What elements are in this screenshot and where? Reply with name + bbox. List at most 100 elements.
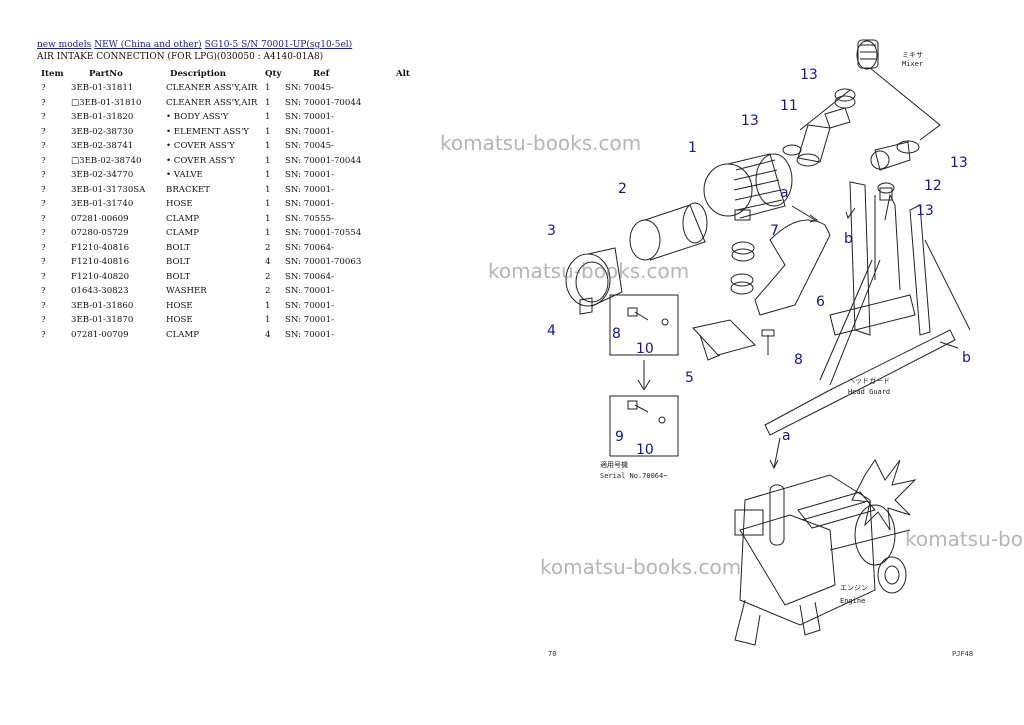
callout-13-right: 13: [950, 155, 968, 171]
ref-cell: SN: 70045-: [285, 141, 334, 152]
ref-cell: SN: 70045-: [285, 83, 334, 94]
alt-cell: [396, 241, 416, 256]
breadcrumb-link-region[interactable]: NEW (China and other): [94, 40, 202, 50]
qty-cell: 4: [265, 329, 271, 340]
item-cell: ?: [41, 213, 46, 224]
callout-b-lower: b: [962, 350, 971, 366]
description-cell: BRACKET: [166, 184, 210, 195]
callout-10-top: 10: [636, 341, 654, 357]
item-cell: ?: [41, 155, 46, 166]
description-cell: HOSE: [166, 199, 193, 210]
header-partno: PartNo: [89, 68, 123, 79]
header-item: Item: [41, 68, 64, 79]
item-cell: ?: [41, 271, 46, 282]
ref-cell: SN: 70001-70044: [285, 97, 362, 108]
alt-cell: [396, 284, 416, 299]
header-alt: Alt: [396, 68, 410, 79]
qty-cell: 2: [265, 242, 271, 253]
description-cell: • VALVE: [166, 170, 203, 181]
ref-cell: SN: 70001-: [285, 300, 334, 311]
alt-cell: [396, 328, 416, 343]
qty-cell: 1: [265, 228, 271, 239]
callout-13-frame: 13: [916, 203, 934, 219]
header-ref: Ref: [313, 68, 330, 79]
description-cell: HOSE: [166, 315, 193, 326]
alt-cell: [396, 183, 416, 198]
ref-cell: SN: 70555-: [285, 213, 334, 224]
breadcrumb-link-new-models[interactable]: new models: [37, 40, 92, 50]
callout-13-top: 13: [800, 67, 818, 83]
ref-cell: SN: 70064-: [285, 271, 334, 282]
qty-cell: 1: [265, 315, 271, 326]
qty-cell: 1: [265, 184, 271, 195]
description-cell: CLAMP: [166, 213, 200, 224]
alt-cell: [396, 168, 416, 183]
ref-cell: SN: 70001-: [285, 315, 334, 326]
alt-cell: [396, 139, 416, 154]
callout-5: 5: [685, 370, 694, 386]
alt-cell: [396, 313, 416, 328]
partno-cell: 3EB-01-31860: [71, 300, 134, 311]
partno-cell: 3EB-01-31870: [71, 315, 134, 326]
callout-1: 1: [688, 140, 697, 156]
caption-mixer: Mixer: [902, 60, 923, 68]
table-header-row: Item PartNo Description Qty Ref Alt: [37, 66, 416, 81]
partno-cell: □3EB-02-38740: [71, 155, 142, 166]
ref-cell: SN: 70001-: [285, 286, 334, 297]
ref-cell: SN: 70001-: [285, 170, 334, 181]
description-cell: CLAMP: [166, 228, 200, 239]
ref-cell: SN: 70001-70044: [285, 155, 362, 166]
watermark: komatsu-books.com: [540, 555, 742, 579]
alt-cell: [396, 270, 416, 285]
alt-cell: [396, 96, 416, 111]
partno-cell: 01643-30823: [71, 286, 129, 297]
callout-8-box: 8: [612, 326, 621, 342]
description-cell: CLEANER ASS'Y,AIR: [166, 97, 258, 108]
item-cell: ?: [41, 199, 46, 210]
description-cell: • COVER ASS'Y: [166, 141, 235, 152]
qty-cell: 1: [265, 141, 271, 152]
alt-cell: [396, 154, 416, 169]
partno-cell: 3EB-02-34770: [71, 170, 134, 181]
partno-cell: F1210-40816: [71, 242, 130, 253]
qty-cell: 1: [265, 155, 271, 166]
item-cell: ?: [41, 141, 46, 152]
callout-b-upper: b: [844, 231, 853, 247]
partno-cell: 3EB-01-31820: [71, 112, 134, 123]
item-cell: ?: [41, 170, 46, 181]
callout-2: 2: [618, 181, 627, 197]
ref-cell: SN: 70001-: [285, 184, 334, 195]
ref-cell: SN: 70001-70554: [285, 228, 362, 239]
header-description: Description: [170, 68, 227, 79]
caption-serial: Serial No.70064~: [600, 472, 667, 480]
partno-cell: 3EB-01-31811: [71, 83, 134, 94]
description-cell: • ELEMENT ASS'Y: [166, 126, 249, 137]
item-cell: ?: [41, 286, 46, 297]
caption-head-guard: Head Guard: [848, 388, 890, 396]
qty-cell: 1: [265, 199, 271, 210]
item-cell: ?: [41, 329, 46, 340]
partno-cell: 07281-00709: [71, 329, 129, 340]
callout-8: 8: [794, 352, 803, 368]
breadcrumb-link-model[interactable]: SG10-5 S/N 70001-UP(sg10-5el): [204, 40, 353, 50]
qty-cell: 4: [265, 257, 271, 268]
callout-10-bottom: 10: [636, 442, 654, 458]
ref-cell: SN: 70064-: [285, 242, 334, 253]
ref-cell: SN: 70001-: [285, 126, 334, 137]
description-cell: CLAMP: [166, 329, 200, 340]
watermark: komatsu-books.com: [488, 259, 690, 283]
watermark: komatsu-books.com: [905, 527, 1024, 551]
ref-cell: SN: 70001-: [285, 199, 334, 210]
